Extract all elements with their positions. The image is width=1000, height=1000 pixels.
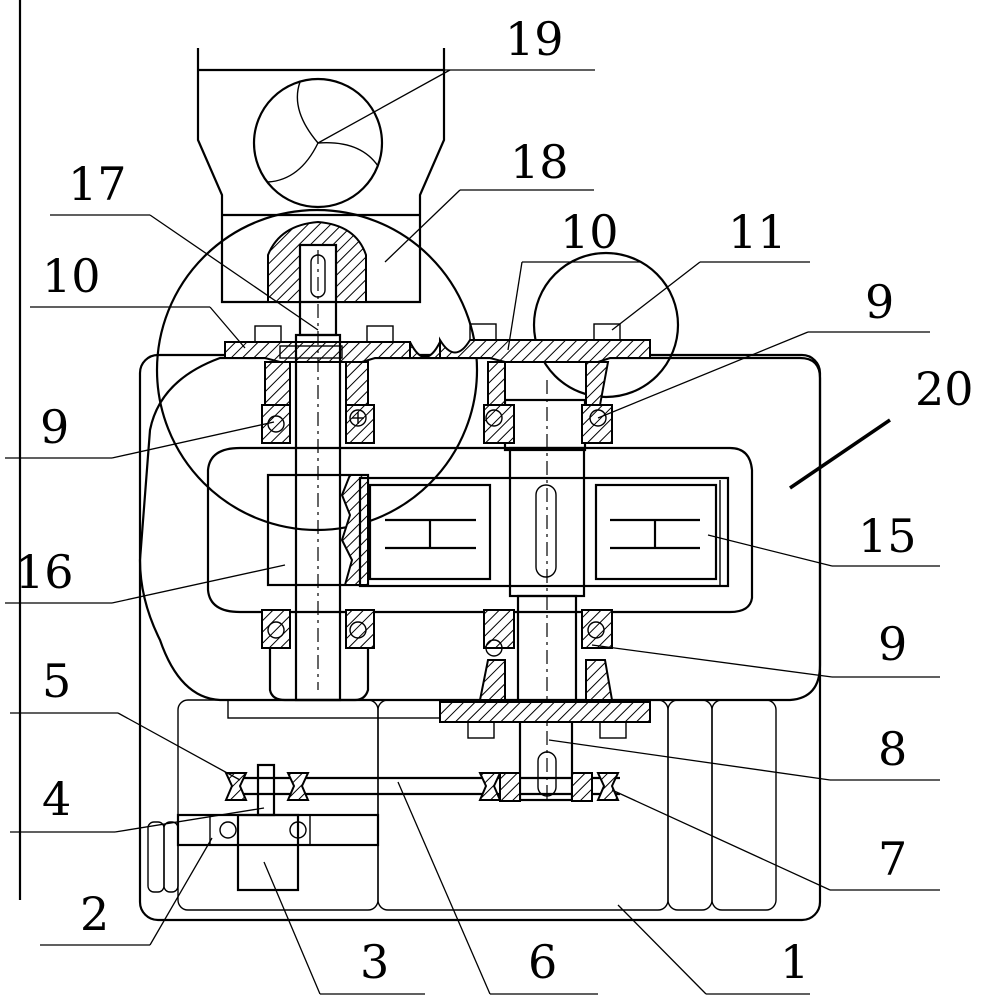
- part-labels: 19 18 17 10 11 10 9 20 9 15 16 9 5 8 4 7…: [15, 12, 974, 989]
- label-18: 18: [510, 135, 569, 189]
- label-9-top-right: 9: [865, 275, 894, 329]
- label-10-left: 10: [42, 249, 101, 303]
- bearing-icon: [261, 404, 375, 649]
- label-9-left: 9: [40, 400, 69, 454]
- motor-housing: [196, 48, 595, 304]
- label-2: 2: [80, 887, 109, 941]
- label-15: 15: [858, 509, 917, 563]
- bolts-top: [254, 323, 621, 343]
- gear-assembly: [358, 476, 730, 588]
- label-17: 17: [68, 157, 127, 211]
- label-4: 4: [42, 772, 71, 826]
- label-20: 20: [915, 362, 974, 416]
- fan-icon: [252, 77, 384, 209]
- label-5: 5: [42, 654, 71, 708]
- label-9-bottom-right: 9: [878, 617, 907, 671]
- detail-circle-right: [532, 251, 680, 399]
- label-6: 6: [528, 935, 557, 989]
- label-3: 3: [360, 935, 389, 989]
- input-shaft: [264, 250, 370, 702]
- bottom-cover-plate: [439, 701, 651, 739]
- leader-lines: [5, 69, 940, 995]
- detail-circle-left: [155, 208, 479, 532]
- drive-belt: [224, 772, 620, 802]
- drive-motor: [176, 763, 380, 892]
- label-16: 16: [15, 545, 74, 599]
- label-7: 7: [878, 832, 907, 886]
- label-11: 11: [728, 205, 787, 259]
- label-19: 19: [505, 12, 564, 66]
- base-frame: [138, 353, 822, 922]
- label-1: 1: [780, 935, 809, 989]
- top-cover-plates: [224, 336, 651, 363]
- label-8: 8: [878, 722, 907, 776]
- output-shaft: [478, 361, 614, 802]
- motor-shaft-cap: [267, 220, 367, 337]
- label-10-right: 10: [560, 205, 619, 259]
